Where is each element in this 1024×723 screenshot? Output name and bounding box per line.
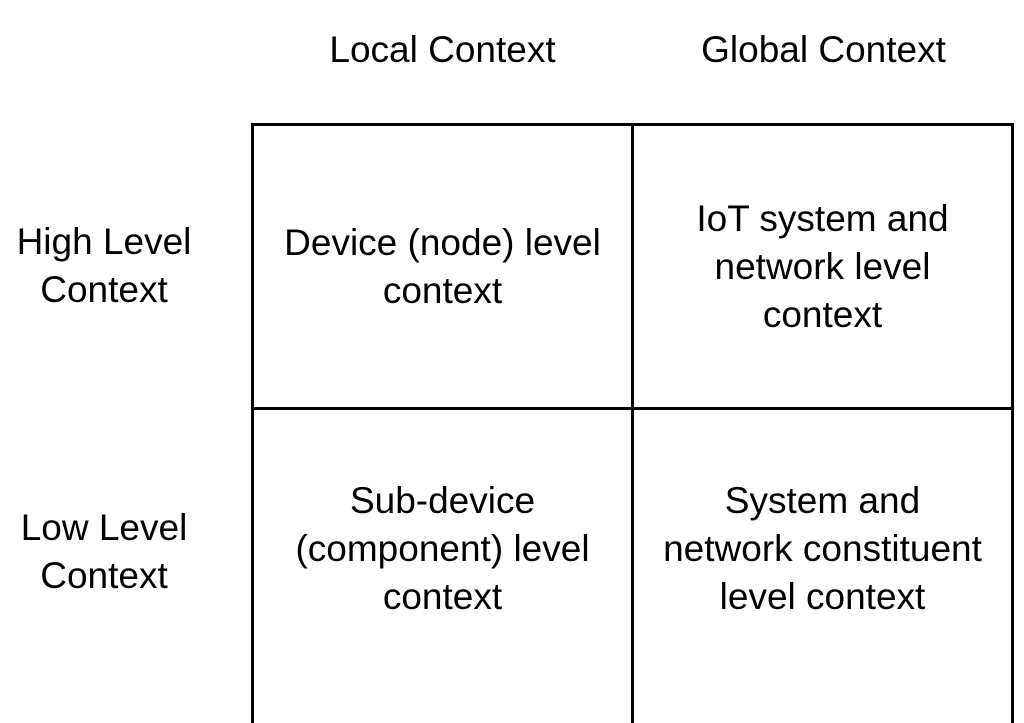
cell-label: Device (node) level context	[284, 221, 601, 311]
cell-sub-device-component-level-context: Sub-device (component) level context	[254, 410, 631, 695]
cell-label: Sub-device (component) level context	[295, 479, 590, 617]
matrix-horizontal-divider	[251, 407, 1014, 410]
cell-system-network-constituent-level-context: System and network constituent level con…	[634, 410, 1011, 695]
matrix-vertical-divider	[631, 123, 634, 723]
cell-device-node-level-context: Device (node) level context	[254, 126, 631, 407]
row-header-low-level-context: Low Level Context	[20, 507, 188, 596]
cell-label: System and network constituent level con…	[663, 479, 982, 617]
column-header-global-context: Global Context	[701, 29, 946, 70]
cell-label: IoT system and network level context	[696, 197, 949, 335]
context-matrix-diagram: Local Context Global Context High Level …	[16, 29, 1014, 723]
column-header-local-context: Local Context	[329, 29, 556, 70]
row-header-high-level-context: High Level Context	[16, 221, 192, 310]
cell-iot-system-network-level-context: IoT system and network level context	[634, 126, 1011, 407]
